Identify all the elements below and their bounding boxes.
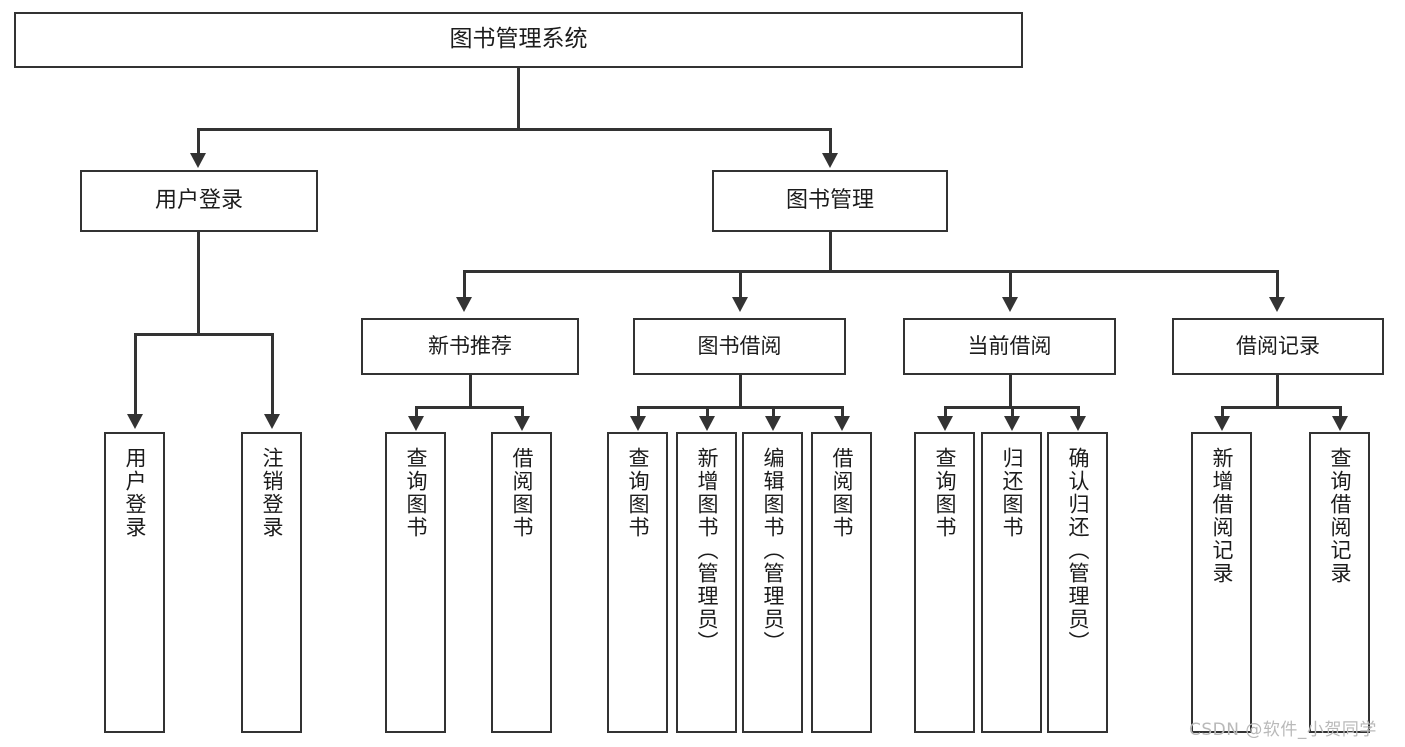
connector-borrow-record-stem: [1276, 375, 1279, 408]
csdn-watermark: CSDN @软件_小贺同学: [1189, 720, 1377, 740]
node-label: 当前借阅: [967, 334, 1052, 359]
leaf-label: 归还图书: [1000, 447, 1024, 539]
arrowhead-level2-2: [1002, 297, 1018, 312]
connector-book-management-stem: [829, 232, 832, 272]
connector-user-login-drop-0: [134, 333, 137, 416]
node-new-book-recommend[interactable]: 新书推荐: [361, 318, 579, 375]
leaf-label: 编辑图书（管理员）: [761, 447, 785, 654]
node-label: 新书推荐: [428, 334, 512, 359]
connector-current-borrow-drop-1: [1011, 406, 1014, 418]
node-label: 图书管理系统: [449, 26, 588, 53]
leaf-label: 注销登录: [260, 447, 284, 539]
arrowhead-new-book-1: [514, 416, 530, 431]
connector-user-login-drop-1: [271, 333, 274, 416]
connector-level2-bar: [463, 270, 1278, 273]
connector-user-login-stem: [197, 232, 200, 335]
leaf-add-borrow-record[interactable]: 新增借阅记录: [1191, 432, 1252, 733]
leaf-query-borrow-record[interactable]: 查询借阅记录: [1309, 432, 1370, 733]
leaf-label: 确认归还（管理员）: [1066, 447, 1090, 654]
connector-level1-drop-1: [829, 128, 832, 155]
arrowhead-book-borrow-0: [630, 416, 646, 431]
leaf-logout[interactable]: 注销登录: [241, 432, 302, 733]
leaf-label: 用户登录: [123, 447, 147, 539]
leaf-label: 查询借阅记录: [1328, 447, 1352, 585]
connector-user-login-bar: [134, 333, 273, 336]
connector-current-borrow-drop-0: [944, 406, 947, 418]
connector-book-borrow-drop-1: [706, 406, 709, 418]
leaf-label: 新增借阅记录: [1210, 447, 1234, 585]
connector-new-book-drop-0: [415, 406, 418, 418]
leaf-query-book-current[interactable]: 查询图书: [914, 432, 975, 733]
arrowhead-level2-3: [1269, 297, 1285, 312]
node-label: 图书借阅: [697, 334, 782, 359]
node-label: 用户登录: [154, 188, 243, 214]
connector-book-borrow-bar: [637, 406, 843, 409]
leaf-query-book-recommend[interactable]: 查询图书: [385, 432, 446, 733]
leaf-label: 查询图书: [933, 447, 957, 539]
leaf-borrow-book[interactable]: 借阅图书: [811, 432, 872, 733]
leaf-borrow-book-recommend[interactable]: 借阅图书: [491, 432, 552, 733]
arrowhead-level1-1: [822, 153, 838, 168]
arrowhead-book-borrow-2: [765, 416, 781, 431]
arrowhead-user-login-0: [127, 414, 143, 429]
leaf-edit-book-admin[interactable]: 编辑图书（管理员）: [742, 432, 803, 733]
leaf-label: 借阅图书: [830, 447, 854, 539]
connector-book-borrow-drop-3: [841, 406, 844, 418]
connector-level2-drop-3: [1276, 270, 1279, 299]
connector-new-book-drop-1: [521, 406, 524, 418]
node-borrow-record[interactable]: 借阅记录: [1172, 318, 1384, 375]
connector-book-borrow-stem: [739, 375, 742, 408]
leaf-label: 查询图书: [626, 447, 650, 539]
connector-book-borrow-drop-0: [637, 406, 640, 418]
node-label: 借阅记录: [1236, 334, 1320, 359]
arrowhead-current-borrow-2: [1070, 416, 1086, 431]
node-book-borrow[interactable]: 图书借阅: [633, 318, 846, 375]
leaf-add-book-admin[interactable]: 新增图书（管理员）: [676, 432, 737, 733]
arrowhead-current-borrow-0: [937, 416, 953, 431]
connector-borrow-record-drop-0: [1221, 406, 1224, 418]
node-user-login[interactable]: 用户登录: [80, 170, 318, 232]
connector-new-book-stem: [469, 375, 472, 408]
leaf-label: 查询图书: [404, 447, 428, 539]
connector-level2-drop-0: [463, 270, 466, 299]
node-book-management[interactable]: 图书管理: [712, 170, 948, 232]
leaf-return-book[interactable]: 归还图书: [981, 432, 1042, 733]
connector-borrow-record-bar: [1221, 406, 1341, 409]
arrowhead-user-login-1: [264, 414, 280, 429]
leaf-query-book-borrow[interactable]: 查询图书: [607, 432, 668, 733]
arrowhead-current-borrow-1: [1004, 416, 1020, 431]
arrowhead-borrow-record-0: [1214, 416, 1230, 431]
arrowhead-book-borrow-3: [834, 416, 850, 431]
connector-level2-drop-1: [739, 270, 742, 299]
connector-new-book-bar: [415, 406, 523, 409]
connector-root-stem: [517, 68, 520, 130]
connector-level2-drop-2: [1009, 270, 1012, 299]
leaf-confirm-return-admin[interactable]: 确认归还（管理员）: [1047, 432, 1108, 733]
leaf-user-login[interactable]: 用户登录: [104, 432, 165, 733]
arrowhead-level1-0: [190, 153, 206, 168]
leaf-label: 新增图书（管理员）: [695, 447, 719, 654]
connector-current-borrow-drop-2: [1077, 406, 1080, 418]
connector-level1-drop-0: [197, 128, 200, 155]
node-current-borrow[interactable]: 当前借阅: [903, 318, 1116, 375]
node-label: 图书管理: [785, 188, 874, 214]
arrowhead-new-book-0: [408, 416, 424, 431]
arrowhead-level2-1: [732, 297, 748, 312]
arrowhead-borrow-record-1: [1332, 416, 1348, 431]
connector-borrow-record-drop-1: [1339, 406, 1342, 418]
connector-book-borrow-drop-2: [772, 406, 775, 418]
arrowhead-book-borrow-1: [699, 416, 715, 431]
connector-level1-bar: [197, 128, 830, 131]
node-root-system[interactable]: 图书管理系统: [14, 12, 1023, 68]
leaf-label: 借阅图书: [510, 447, 534, 539]
arrowhead-level2-0: [456, 297, 472, 312]
connector-current-borrow-stem: [1009, 375, 1012, 408]
